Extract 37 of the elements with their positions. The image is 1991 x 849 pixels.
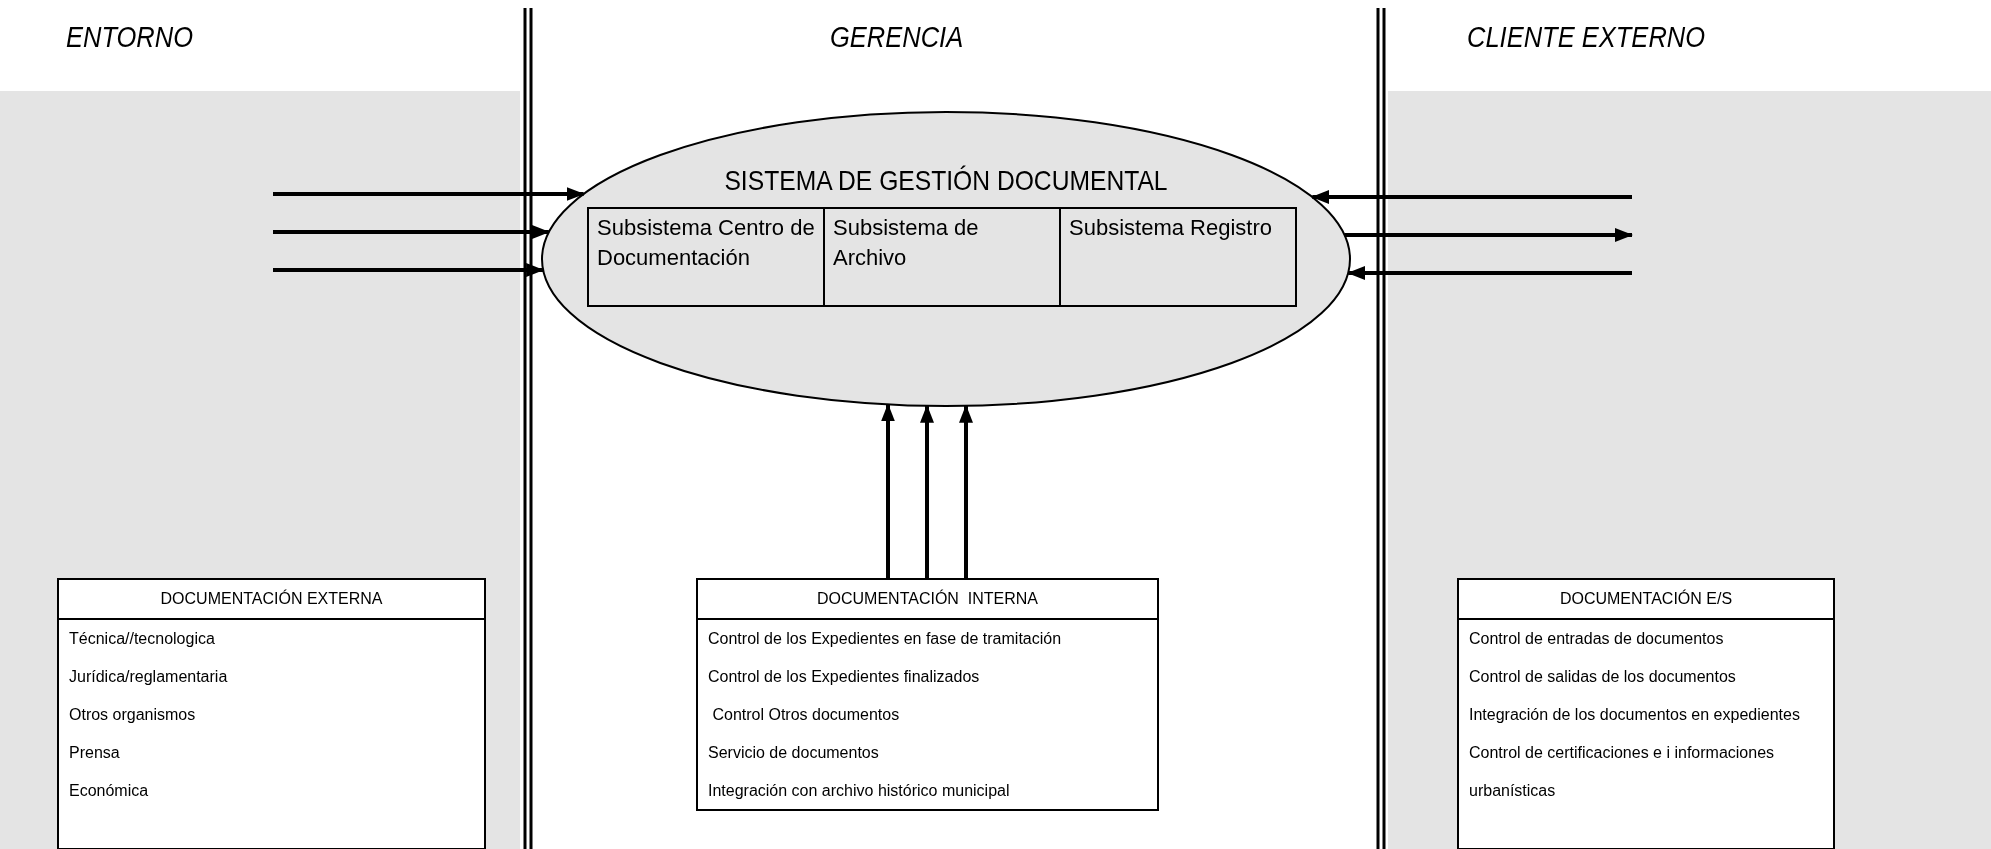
list-item: Otros organismos (68, 705, 197, 725)
column-heading: CLIENTE EXTERNO (1467, 20, 1706, 54)
list-item: Control de entradas de documentos (1468, 629, 1725, 649)
list-item: Integración con archivo histórico municipal (707, 781, 1011, 801)
list-item: Control de certificaciones e i informaciones urbanísticas (1468, 743, 1776, 801)
arrow (920, 404, 934, 578)
list-heading: DOCUMENTACIÓN E/S (1459, 580, 1833, 620)
list-item: Servicio de documentos (707, 743, 880, 763)
list-item: Económica (68, 781, 150, 801)
arrow (1344, 228, 1633, 242)
list-heading: DOCUMENTACIÓN INTERNA (698, 580, 1157, 620)
list-item: Control de salidas de los documentos (1468, 667, 1737, 687)
list-box (57, 578, 486, 849)
list-item: Control de los Expedientes en fase de tramitación (707, 629, 1063, 649)
list-item: Jurídica/reglamentaria (68, 667, 229, 687)
system-ellipse (541, 111, 1351, 407)
column-heading: GERENCIA (830, 20, 964, 54)
system-title: SISTEMA DE GESTIÓN DOCUMENTAL (723, 165, 1169, 197)
list-box (1457, 578, 1835, 849)
list-box (696, 578, 1159, 811)
list-item: Técnica//tecnologica (68, 629, 216, 649)
column-heading: ENTORNO (66, 20, 194, 54)
arrow (1311, 190, 1632, 204)
subsystem-cell: Subsistema Registro (1059, 207, 1297, 307)
arrow (273, 263, 545, 277)
list-item: Control de los Expedientes finalizados (707, 667, 981, 687)
list-item: Control Otros documentos (711, 705, 901, 725)
list-item: Prensa (68, 743, 121, 763)
arrow (273, 225, 550, 239)
list-item: Integración de los documentos en expedientes (1468, 705, 1801, 725)
subsystem-cell: Subsistema de Archivo (823, 207, 1061, 307)
arrow (881, 403, 895, 578)
arrow (1347, 266, 1632, 280)
arrow (273, 187, 585, 201)
subsystem-cell: Subsistema Centro de Documentación (587, 207, 825, 307)
list-heading: DOCUMENTACIÓN EXTERNA (59, 580, 484, 620)
arrow (959, 404, 973, 578)
